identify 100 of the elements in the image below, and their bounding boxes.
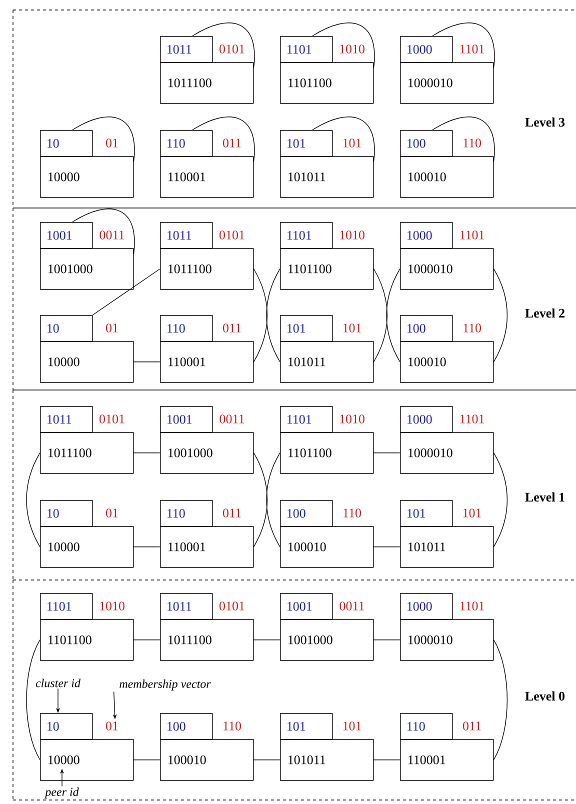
membership-vector: 101 bbox=[343, 324, 361, 332]
cluster-id-box: 1000 bbox=[400, 36, 453, 63]
membership-vector: 0011 bbox=[100, 230, 124, 240]
cluster-id-box: 10 bbox=[40, 500, 93, 527]
cluster-id-box: 100 bbox=[400, 315, 453, 342]
peer-box: 101011 bbox=[400, 526, 494, 568]
cluster-id-box: 1001 bbox=[160, 406, 213, 433]
membership-vector: 0101 bbox=[100, 414, 124, 424]
link-line bbox=[133, 452, 160, 454]
link-line bbox=[312, 22, 375, 68]
membership-vector: 110 bbox=[464, 324, 481, 332]
link-line bbox=[253, 452, 268, 548]
peer-box: 1001000 bbox=[160, 432, 254, 474]
peer-box: 100010 bbox=[400, 156, 494, 198]
membership-vector: 011 bbox=[223, 324, 241, 332]
cluster-id-box: 110 bbox=[160, 500, 213, 527]
peer-box: 1011100 bbox=[40, 432, 134, 474]
membership-vector: 1010 bbox=[340, 230, 364, 240]
membership-vector: 0101 bbox=[220, 44, 244, 54]
cluster-id-box: 100 bbox=[400, 130, 453, 157]
link-line bbox=[493, 640, 508, 760]
membership-vector: 101 bbox=[343, 138, 361, 148]
peer-box: 1101100 bbox=[280, 248, 374, 290]
cluster-id-box: 1011 bbox=[160, 593, 213, 620]
peer-box: 1000010 bbox=[400, 62, 494, 104]
link-line bbox=[266, 268, 280, 362]
membership-vector: 01 bbox=[106, 722, 118, 730]
membership-vector: 0011 bbox=[340, 602, 364, 610]
membership-vector: 0101 bbox=[220, 602, 244, 610]
peer-box: 101011 bbox=[280, 156, 374, 198]
cluster-id-box: 1001 bbox=[40, 222, 93, 249]
membership-vector: 110 bbox=[464, 138, 481, 148]
cluster-id-box: 100 bbox=[160, 713, 213, 740]
peer-box: 100010 bbox=[280, 526, 374, 568]
cluster-id-box: 10 bbox=[40, 713, 93, 740]
cluster-id-box: 1001 bbox=[280, 593, 333, 620]
peer-box: 1011100 bbox=[160, 248, 254, 290]
cluster-id-box: 1011 bbox=[40, 406, 93, 433]
cluster-id-box: 1101 bbox=[280, 406, 333, 433]
annotation-label: membership vector bbox=[120, 680, 211, 690]
peer-box: 101011 bbox=[280, 739, 374, 781]
cluster-id-box: 1101 bbox=[280, 222, 333, 249]
peer-box: 1101100 bbox=[280, 432, 374, 474]
annotation-label: cluster id bbox=[36, 678, 81, 688]
link-line bbox=[432, 116, 495, 162]
peer-box: 10000 bbox=[40, 526, 134, 568]
peer-box: 1000010 bbox=[400, 432, 494, 474]
membership-vector: 01 bbox=[106, 508, 118, 518]
membership-vector: 1010 bbox=[100, 602, 124, 610]
link-line bbox=[253, 268, 268, 362]
cluster-id-box: 110 bbox=[400, 713, 453, 740]
cluster-id-box: 110 bbox=[160, 315, 213, 342]
membership-vector: 101 bbox=[343, 722, 361, 730]
cluster-id-box: 1011 bbox=[160, 222, 213, 249]
annotation-label: peer id bbox=[44, 788, 79, 798]
peer-box: 110001 bbox=[160, 341, 254, 383]
cluster-id-box: 100 bbox=[280, 500, 333, 527]
membership-vector: 01 bbox=[106, 138, 118, 148]
membership-vector: 011 bbox=[462, 722, 481, 730]
peer-box: 101011 bbox=[280, 341, 374, 383]
peer-box: 1011100 bbox=[160, 62, 254, 104]
cluster-id-box: 1000 bbox=[400, 406, 453, 433]
link-line bbox=[92, 268, 160, 316]
membership-vector: 110 bbox=[344, 508, 361, 518]
membership-vector: 0101 bbox=[220, 230, 244, 240]
membership-vector: 1101 bbox=[460, 230, 484, 240]
peer-box: 1011100 bbox=[160, 619, 254, 661]
peer-box: 1101100 bbox=[280, 62, 374, 104]
peer-box: 110001 bbox=[160, 156, 254, 198]
link-line bbox=[72, 116, 135, 162]
cluster-id-box: 1101 bbox=[280, 36, 333, 63]
peer-box: 1000010 bbox=[400, 248, 494, 290]
link-line bbox=[373, 452, 400, 454]
link-line bbox=[386, 268, 400, 362]
membership-vector: 1101 bbox=[460, 602, 484, 610]
membership-vector: 1101 bbox=[460, 44, 484, 54]
link-line bbox=[373, 546, 400, 548]
cluster-id-box: 10 bbox=[40, 315, 93, 342]
link-line bbox=[432, 22, 495, 68]
cluster-id-box: 1011 bbox=[160, 36, 213, 63]
cluster-id-box: 10 bbox=[40, 130, 93, 157]
link-line bbox=[493, 452, 508, 548]
link-line bbox=[133, 546, 160, 548]
cluster-id-box: 101 bbox=[280, 130, 333, 157]
cluster-id-box: 110 bbox=[160, 130, 213, 157]
membership-vector: 1010 bbox=[340, 414, 364, 424]
membership-vector: 110 bbox=[224, 722, 242, 730]
membership-vector: 1010 bbox=[340, 44, 364, 54]
peer-box: 110001 bbox=[400, 739, 494, 781]
link-line bbox=[72, 208, 135, 254]
peer-box: 100010 bbox=[400, 341, 494, 383]
membership-vector: 1101 bbox=[460, 414, 484, 424]
peer-box: 10000 bbox=[40, 341, 134, 383]
link-line bbox=[312, 116, 375, 162]
cluster-id-box: 101 bbox=[400, 500, 453, 527]
peer-box: 110001 bbox=[160, 526, 254, 568]
peer-box: 10000 bbox=[40, 739, 134, 781]
membership-vector: 101 bbox=[463, 508, 481, 518]
link-line bbox=[493, 268, 508, 362]
cluster-id-box: 1101 bbox=[40, 593, 93, 620]
